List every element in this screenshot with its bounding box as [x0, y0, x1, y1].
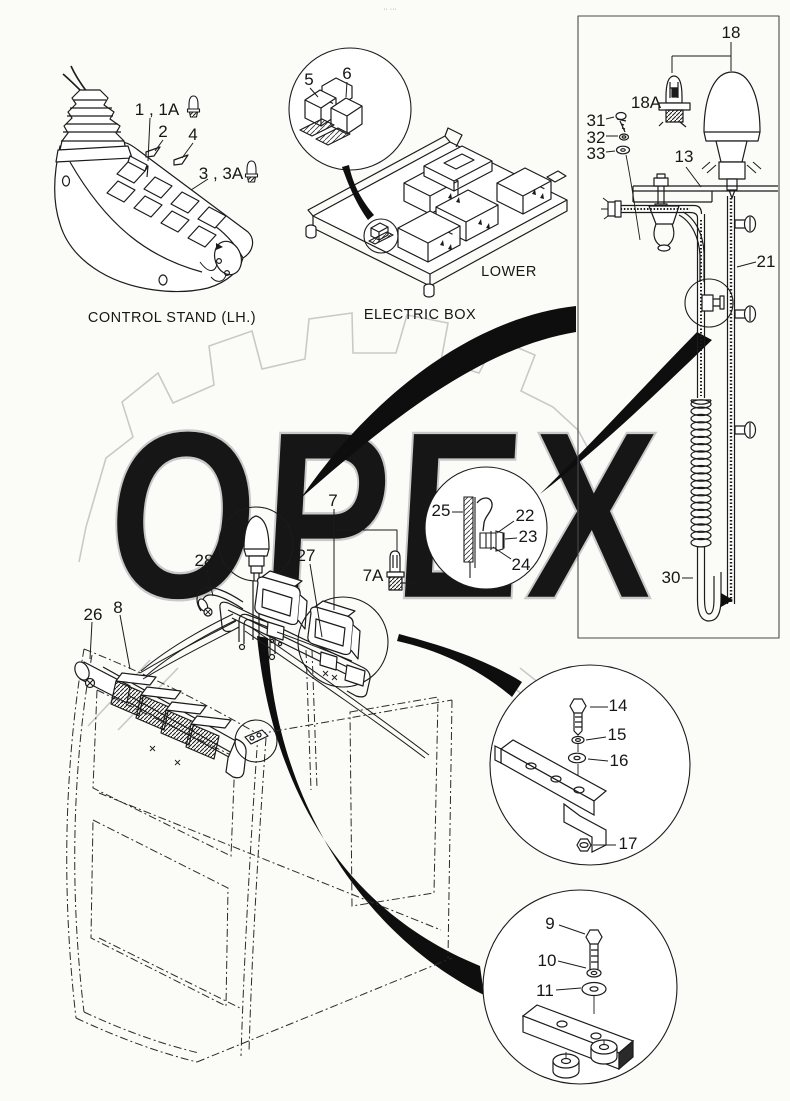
label-21: 21: [757, 252, 776, 271]
bolt-14: [569, 698, 587, 714]
front-light-bar: [74, 614, 247, 779]
label-3-3a: 3 , 3A: [199, 164, 244, 183]
lamp-grilles: [110, 672, 232, 760]
label-30: 30: [662, 568, 681, 587]
lamp-detail-circle: [297, 596, 389, 688]
label-33: 33: [587, 144, 606, 163]
beacon-dome: [703, 71, 761, 142]
label-6: 6: [342, 64, 351, 83]
rocker-switches: [106, 155, 227, 248]
labels-layer: ·· ··· 1 , 1A 2 4 3 , 3A CONTROL STAND (…: [84, 6, 776, 1000]
label-10: 10: [538, 951, 557, 970]
wires: [62, 65, 88, 94]
bolt-9: [585, 929, 603, 945]
arrow-lamp-to-upper-detail: [397, 634, 522, 697]
control-stand-figure: [54, 65, 259, 293]
arrow-panel-to-beacon: [301, 306, 576, 498]
label-1-1a: 1 , 1A: [135, 100, 180, 119]
work-lamp-2: [307, 600, 361, 671]
flow-arrows: [257, 306, 712, 995]
label-7: 7: [328, 491, 337, 510]
upper-mount-detail-circle: [489, 664, 691, 866]
label-28: 28: [195, 551, 214, 570]
beacon-assembly-panel: [577, 15, 780, 639]
label-26: 26: [84, 605, 103, 624]
label-13: 13: [675, 147, 694, 166]
end-knob: [213, 240, 243, 276]
label-32: 32: [587, 128, 606, 147]
label-18: 18: [722, 23, 741, 42]
tray-feet: [305, 224, 435, 298]
flag-4: [173, 154, 189, 166]
pigtail-wire: [199, 261, 227, 282]
arrow-pole-to-bracket-detail: [540, 332, 712, 494]
coiled-cord: [690, 399, 712, 548]
label-2: 2: [158, 122, 167, 141]
electric-box-figure: [288, 47, 568, 298]
cab-outline: [66, 648, 453, 1063]
cab-bracket-circle: [234, 719, 278, 763]
work-lamp-1: [254, 570, 308, 641]
label-7a: 7A: [363, 566, 384, 585]
label-9: 9: [545, 914, 554, 933]
z-bracket: [563, 802, 607, 853]
bracket-detail-circle: [424, 466, 548, 590]
caption-lower: LOWER: [481, 264, 537, 280]
halogen-bulb-18a: [658, 75, 691, 128]
label-17: 17: [619, 834, 638, 853]
label-25: 25: [432, 501, 451, 520]
label-18a: 18A: [631, 93, 662, 112]
label-14: 14: [609, 696, 628, 715]
connector-spikes: [440, 189, 544, 250]
label-24: 24: [512, 555, 531, 574]
wing-knobs: [734, 215, 757, 439]
header-mark: ·· ···: [383, 6, 397, 13]
beacon-detail-circle: [218, 506, 294, 582]
label-11: 11: [536, 981, 554, 1000]
lower-mount-detail-circle: [482, 889, 678, 1085]
label-5: 5: [304, 70, 313, 89]
label-22: 22: [516, 506, 535, 525]
label-16: 16: [610, 751, 629, 770]
gear-outline: [85, 312, 591, 528]
label-23: 23: [519, 527, 538, 546]
halogen-bulb-7a: [386, 550, 414, 591]
label-27: 27: [297, 546, 316, 565]
label-31: 31: [587, 111, 606, 130]
relay-boxes: [397, 145, 552, 263]
arrow-cab-to-lower-detail: [257, 636, 484, 995]
right-bracket: [225, 738, 247, 779]
label-8: 8: [113, 598, 122, 617]
nut-17: [576, 838, 592, 852]
relay-location-circle: [363, 218, 399, 254]
label-15: 15: [608, 725, 627, 744]
spacers: [552, 1039, 618, 1079]
work-lamp-assembly: [140, 506, 430, 763]
pole-clamp-circle: [684, 278, 734, 328]
caption-control-stand: CONTROL STAND (LH.): [88, 310, 256, 326]
label-4: 4: [188, 125, 197, 144]
caption-electric-box: ELECTRIC BOX: [364, 307, 476, 323]
